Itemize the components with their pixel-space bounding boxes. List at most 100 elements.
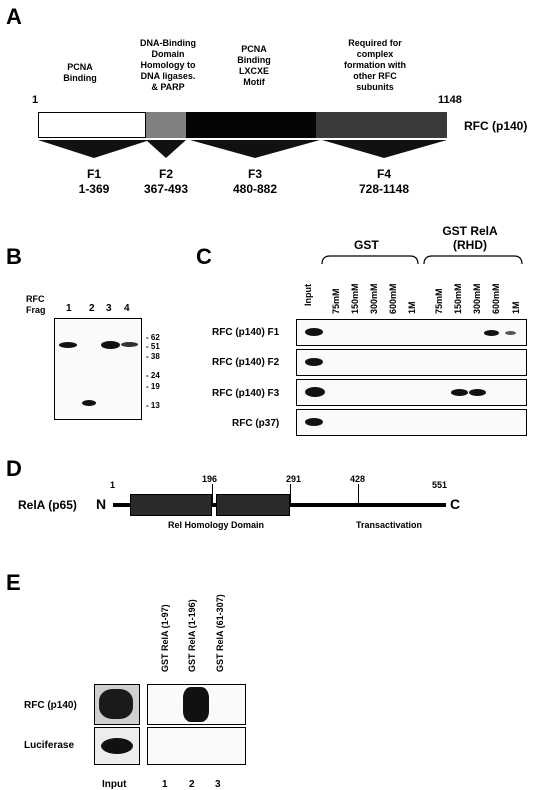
tick-196 [212,484,213,504]
n-terminus: N [96,496,107,512]
group-gst-rela: GST RelA (RHD) [442,224,498,252]
fragment-range-f2: 367-493 [143,182,189,196]
rhd-block-1 [130,494,212,516]
fragment-name-f2: F2 [158,167,173,181]
blot-e-lanes-p140 [147,684,246,725]
row-c-p37: RFC (p37) [232,418,280,429]
row-c-f1: RFC (p140) F1 [212,327,280,338]
panel-e-letter: E [6,570,21,595]
fragment-range-f3: 480-882 [232,182,278,196]
annotation-lxcxe: PCNA Binding LXCXE Motif [237,44,271,87]
marker-24: - 24 [146,371,160,380]
fragment-range-f1: 1-369 [78,182,110,196]
lane-c-gst-150: 150mM [350,283,360,314]
pos-551: 551 [432,480,448,490]
band-c-f3-300 [469,389,486,396]
tick-428 [358,484,359,504]
blot-e-input-p140 [94,684,140,725]
lane-e-3: GST RelA (61-307) [215,594,225,672]
band-lane4 [121,342,138,347]
row-c-f2: RFC (p140) F2 [212,357,280,368]
row-c-f3: RFC (p140) F3 [212,388,280,399]
lane-c-input: Input [303,284,313,306]
lane-b-2: 2 [89,303,95,314]
band-c-f1-1m [505,331,516,335]
lane-c-rela-600: 600mM [491,283,501,314]
marker-38: - 38 [146,352,160,361]
panel-a-letter: A [6,4,22,29]
blot-c-f2 [296,349,527,376]
band-e-input-p140 [99,689,133,719]
fragment-wedges [38,140,447,158]
band-c-p37-input [305,418,323,426]
segment-f4 [316,112,447,138]
segment-f2 [146,112,186,138]
band-c-f1-600 [484,330,499,336]
pos-291: 291 [286,474,302,484]
lane-b-4: 4 [124,303,130,314]
panel-c-letter: C [196,244,212,269]
segment-f3 [186,112,316,138]
wedge-f2 [146,140,186,158]
lane-e-1: GST RelA (1-97) [160,604,170,672]
blot-e-lanes-luc [147,727,246,765]
band-c-f3-150 [451,389,468,396]
band-c-f3-input [305,387,325,397]
marker-51: - 51 [146,342,160,351]
lane-b-1: 1 [66,303,72,314]
segment-f1 [38,112,146,138]
domain-ta-label: Transactivation [356,520,423,530]
wedge-f3 [190,140,320,158]
band-lane1 [59,342,77,348]
band-e-lane2-p140 [183,687,209,722]
panel-b-letter: B [6,244,22,269]
band-lane2 [82,400,96,406]
blot-c-p37 [296,409,527,436]
band-c-f2-input [305,358,323,366]
pos-1: 1 [110,480,116,490]
sequence-end: 1148 [438,94,462,106]
lane-c-rela-75: 75mM [434,288,444,314]
pos-428: 428 [350,474,366,484]
c-terminus: C [450,496,461,512]
group-gst: GST [354,238,379,252]
marker-13: - 13 [146,401,160,410]
annotation-dna-binding: DNA-Binding Domain Homology to DNA ligas… [140,38,196,92]
bottom-2: 2 [189,779,195,790]
lane-c-gst-75: 75mM [331,288,341,314]
bracket-gst [321,255,419,265]
domain-rhd-label: Rel Homology Domain [168,520,265,530]
blot-c-f1 [296,319,527,346]
row-e-luciferase: Luciferase [24,740,75,751]
annotation-complex: Required for complex formation with othe… [344,38,406,92]
sequence-start: 1 [32,94,39,106]
protein-label-p140: RFC (p140) [464,119,528,133]
panel-d-letter: D [6,456,22,481]
rfc-frag-label: RFC Frag [26,294,46,315]
gel-panel-b [54,318,142,420]
marker-19: - 19 [146,382,160,391]
fragment-range-f4: 728-1148 [358,182,410,196]
band-c-f1-input [305,328,323,336]
lane-c-rela-1m: 1M [511,301,521,314]
band-lane3 [101,341,120,349]
fragment-name-f4: F4 [376,167,391,181]
tick-291 [290,484,291,504]
group-brackets [321,255,523,265]
fragment-name-f1: F1 [86,167,101,181]
rela-label: RelA (p65) [18,498,77,512]
lane-c-gst-300: 300mM [369,283,379,314]
blot-e-input-luc [94,727,140,765]
lane-c-rela-150: 150mM [453,283,463,314]
bottom-1: 1 [162,779,168,790]
band-e-input-luc [101,738,133,754]
marker-62: - 62 [146,333,160,342]
bottom-input: Input [102,779,127,790]
pos-196: 196 [202,474,218,484]
bottom-3: 3 [215,779,221,790]
fragment-name-f3: F3 [247,167,262,181]
wedge-f4 [322,140,447,158]
lane-c-rela-300: 300mM [472,283,482,314]
rhd-block-2 [216,494,290,516]
row-e-p140: RFC (p140) [24,700,77,711]
